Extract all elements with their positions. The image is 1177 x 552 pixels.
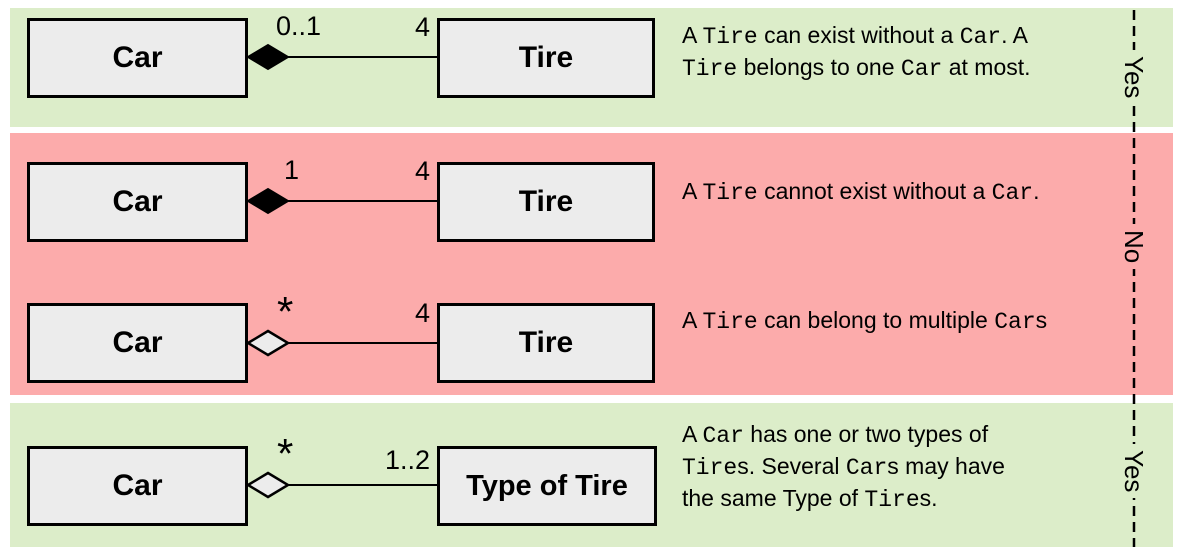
class-box-car: Car [27,18,248,98]
multiplicity-label: 0..1 [276,11,322,41]
class-name-label: Car [112,185,163,218]
class-name-label: Car [112,41,163,74]
class-name-label: Tire [518,185,574,218]
association-line [286,342,437,344]
verdict-label-no: No [1118,224,1150,270]
class-box-type-of-tire: Type of Tire [437,446,657,526]
class-name-label: Tire [518,41,574,74]
multiplicity-label: 1 [284,155,300,185]
class-box-tire: Tire [437,303,655,383]
multiplicity-label: 1..2 [384,445,430,475]
verdict-label-yes: Yes [1118,50,1150,105]
class-name-label: Car [112,469,163,502]
composition-diamond-icon [246,187,290,215]
description-text: A Car has one or two types of Tires. Sev… [682,421,1005,513]
class-name-label: Car [112,326,163,359]
multiplicity-label: 4 [414,12,430,42]
class-box-car: Car [27,162,248,242]
association-line [286,56,437,58]
class-box-tire: Tire [437,18,655,98]
composition-diamond-icon [246,43,290,71]
class-name-label: Tire [518,326,574,359]
description-text: A Tire can exist without a Car. A Tire b… [682,22,1031,82]
multiplicity-label: * [277,430,294,477]
class-box-tire: Tire [437,162,655,242]
class-name-label: Type of Tire [466,469,628,502]
multiplicity-label: * [277,288,294,335]
description-text: A Tire cannot exist without a Car. [682,178,1040,206]
association-line [286,484,437,486]
class-box-car: Car [27,303,248,383]
association-line [286,200,437,202]
description-text: A Tire can belong to multiple Cars [682,307,1048,335]
verdict-label-yes: Yes [1118,444,1150,499]
class-box-car: Car [27,446,248,526]
multiplicity-label: 4 [414,298,430,328]
multiplicity-label: 4 [414,156,430,186]
